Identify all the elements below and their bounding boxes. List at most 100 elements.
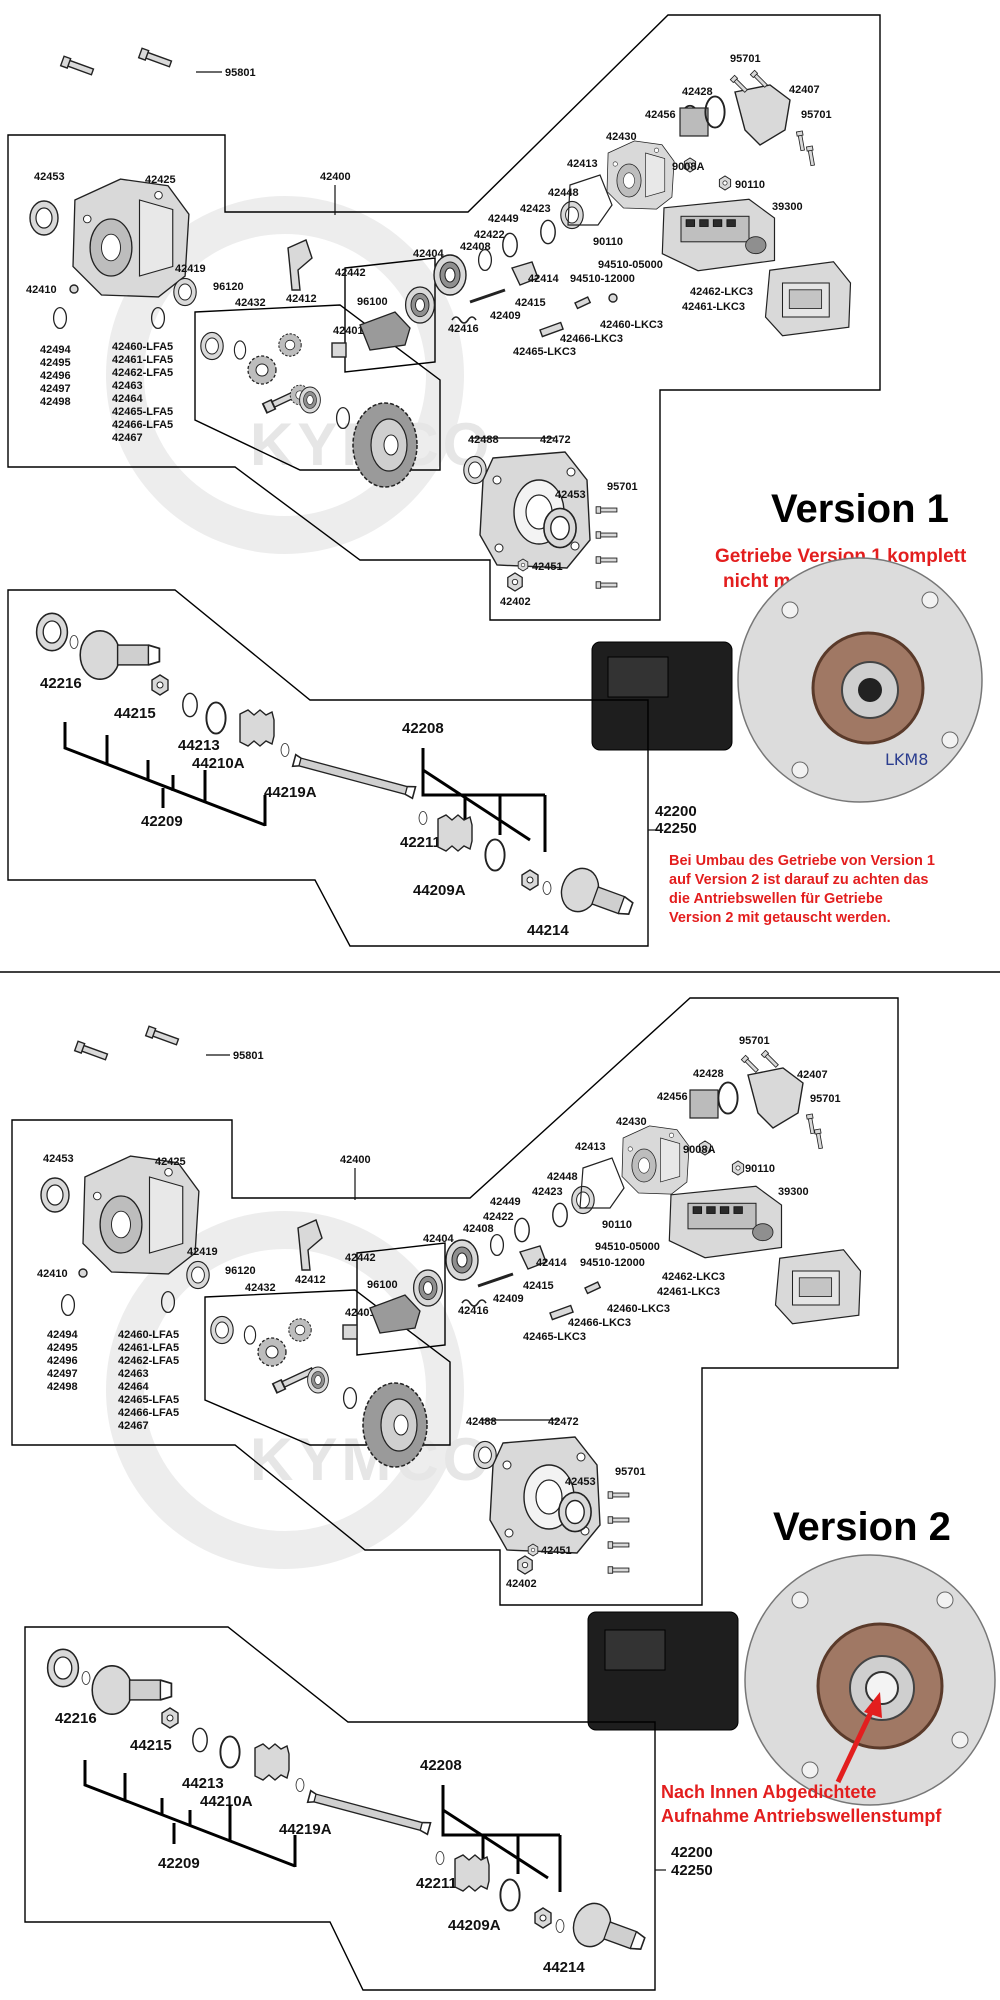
version-1-hint-line-4: Version 2 mit getauscht werden. bbox=[669, 910, 891, 926]
version-1-hint-line-3: die Antriebswellen für Getriebe bbox=[669, 891, 883, 907]
bracket-42407 bbox=[734, 84, 791, 146]
label-96120-2: 96120 bbox=[225, 1265, 256, 1277]
label-42422: 42422 bbox=[474, 229, 505, 241]
svg-text:42495: 42495 bbox=[40, 357, 71, 369]
ring-gear bbox=[352, 402, 418, 488]
housing-42430 bbox=[606, 140, 675, 210]
label-44214-2: 44214 bbox=[543, 1959, 585, 1976]
label-42408: 42408 bbox=[460, 241, 491, 253]
label-42423: 42423 bbox=[520, 203, 551, 215]
driveshaft-frame-v1 bbox=[7, 589, 649, 947]
pinion-frame bbox=[344, 257, 436, 373]
gearbox-frame-2 bbox=[11, 997, 899, 1606]
version-2-section: KYMCO 95801 42453 42425 42400 42419 9612… bbox=[11, 997, 996, 1991]
watermark-ring-2 bbox=[106, 1211, 464, 1569]
bolt-95801-a bbox=[59, 55, 95, 78]
label-42407-2: 42407 bbox=[797, 1069, 828, 1081]
label-42453-b: 42453 bbox=[555, 489, 586, 501]
label-44213: 44213 bbox=[178, 737, 220, 754]
cover-42472 bbox=[479, 451, 591, 569]
svg-text:42461-LFA5: 42461-LFA5 bbox=[112, 354, 173, 366]
shim-list-lfa-2: 42460-LFA5 42461-LFA5 42462-LFA5 42463 4… bbox=[118, 1329, 179, 1432]
label-42200-2: 42200 bbox=[671, 1844, 713, 1861]
label-42408-2: 42408 bbox=[463, 1223, 494, 1235]
label-42432-2: 42432 bbox=[245, 1282, 276, 1294]
label-94510-05000: 94510-05000 bbox=[598, 259, 663, 271]
watermark-ring bbox=[106, 196, 464, 554]
label-42413-2: 42413 bbox=[575, 1141, 606, 1153]
label-44214: 44214 bbox=[527, 922, 569, 939]
label-42414-2: 42414 bbox=[536, 1257, 567, 1269]
svg-text:42494: 42494 bbox=[47, 1329, 78, 1341]
label-42461-lkc3: 42461-LKC3 bbox=[682, 301, 745, 313]
shim-list-left-2: 42494 42495 42496 42497 42498 bbox=[47, 1329, 78, 1393]
label-95701-a2: 95701 bbox=[739, 1035, 770, 1047]
label-42416-2: 42416 bbox=[458, 1305, 489, 1317]
label-42407: 42407 bbox=[789, 84, 820, 96]
label-42430: 42430 bbox=[606, 131, 637, 143]
label-42209: 42209 bbox=[141, 813, 183, 830]
svg-text:42463: 42463 bbox=[118, 1368, 149, 1380]
label-42211: 42211 bbox=[400, 834, 441, 851]
label-42400: 42400 bbox=[320, 171, 351, 183]
gearbox-photo-v2 bbox=[587, 1554, 996, 1806]
version-1-title: Version 1 bbox=[771, 487, 949, 531]
shim-left bbox=[52, 306, 68, 330]
label-95701-c: 95701 bbox=[607, 481, 638, 493]
label-42414: 42414 bbox=[528, 273, 559, 285]
label-42453-2: 42453 bbox=[43, 1153, 74, 1165]
housing-42425 bbox=[72, 178, 190, 298]
version-2-note-line-1: Nach Innen Abgedichtete bbox=[661, 1782, 876, 1802]
label-42208-2: 42208 bbox=[420, 1757, 462, 1774]
label-90110-a: 90110 bbox=[735, 179, 765, 191]
shim-list-left: 42494 42495 42496 42497 42498 bbox=[40, 344, 71, 408]
svg-text:42467: 42467 bbox=[112, 432, 143, 444]
svg-text:42466-LFA5: 42466-LFA5 bbox=[118, 1407, 179, 1419]
label-42216-2: 42216 bbox=[55, 1710, 97, 1727]
diff-gear-a bbox=[247, 355, 277, 385]
svg-text:42465-LFA5: 42465-LFA5 bbox=[118, 1394, 179, 1406]
fork-42414 bbox=[511, 261, 539, 286]
label-42428-2: 42428 bbox=[693, 1068, 724, 1080]
sleeve-42456 bbox=[679, 107, 709, 137]
svg-text:42467: 42467 bbox=[118, 1420, 149, 1432]
svg-text:42498: 42498 bbox=[47, 1381, 78, 1393]
stub-shaft-42216 bbox=[79, 629, 161, 681]
label-9008A-2: 9008A bbox=[683, 1144, 715, 1156]
bearing-42408 bbox=[433, 254, 467, 296]
label-42208: 42208 bbox=[402, 720, 444, 737]
version-2-note-line-2: Aufnahme Antriebswellenstumpf bbox=[661, 1806, 942, 1826]
control-box bbox=[764, 261, 852, 337]
label-95701-b: 95701 bbox=[801, 109, 832, 121]
label-94510-12000-2: 94510-12000 bbox=[580, 1257, 645, 1269]
driveshaft-frame-v2 bbox=[24, 1626, 656, 1991]
housing-42425-2 bbox=[82, 1155, 200, 1275]
label-42488-2: 42488 bbox=[466, 1416, 497, 1428]
gearbox-photo-v1: LKM8 bbox=[591, 557, 983, 803]
label-42430-2: 42430 bbox=[616, 1116, 647, 1128]
label-44219a: 44219A bbox=[264, 784, 317, 801]
label-42465-lkc3: 42465-LKC3 bbox=[513, 346, 576, 358]
svg-text:42462-LFA5: 42462-LFA5 bbox=[118, 1355, 179, 1367]
label-95801: 95801 bbox=[225, 67, 256, 79]
label-42402-2: 42402 bbox=[506, 1578, 537, 1590]
svg-text:42460-LFA5: 42460-LFA5 bbox=[112, 341, 173, 353]
svg-text:42497: 42497 bbox=[40, 383, 71, 395]
label-42460-lkc3: 42460-LKC3 bbox=[600, 319, 663, 331]
label-42250: 42250 bbox=[655, 820, 697, 837]
svg-text:42466-LFA5: 42466-LFA5 bbox=[112, 419, 173, 431]
label-42460-lkc3-2: 42460-LKC3 bbox=[607, 1303, 670, 1315]
label-42442: 42442 bbox=[335, 267, 366, 279]
label-94510-12000: 94510-12000 bbox=[570, 273, 635, 285]
label-42422-2: 42422 bbox=[483, 1211, 514, 1223]
svg-text:42461-LFA5: 42461-LFA5 bbox=[118, 1342, 179, 1354]
label-42404-2: 42404 bbox=[423, 1233, 454, 1245]
label-96120: 96120 bbox=[213, 281, 244, 293]
label-42401-2: 42401 bbox=[345, 1307, 376, 1319]
svg-text:42494: 42494 bbox=[40, 344, 71, 356]
label-44210a-2: 44210A bbox=[200, 1793, 253, 1810]
label-42415: 42415 bbox=[515, 297, 546, 309]
label-39300: 39300 bbox=[772, 201, 803, 213]
bracket-42412 bbox=[287, 239, 313, 291]
label-42448: 42448 bbox=[548, 187, 579, 199]
